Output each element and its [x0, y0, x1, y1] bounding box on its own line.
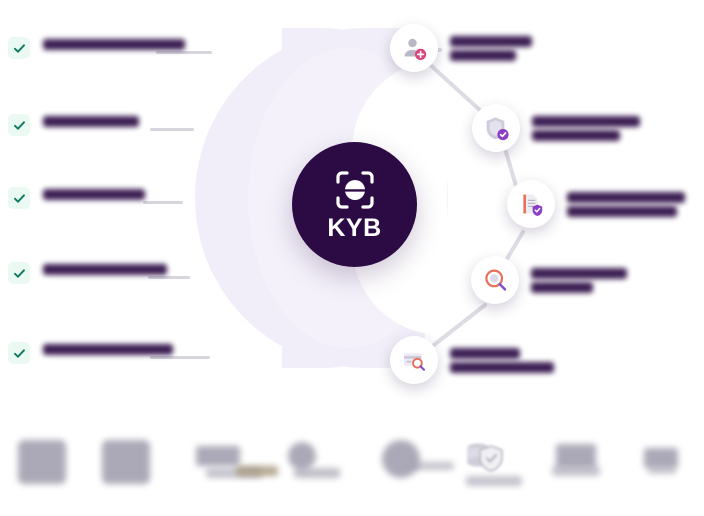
- node-1-label: [450, 33, 532, 64]
- node-2[interactable]: [472, 104, 640, 152]
- kyb-hub[interactable]: KYB: [292, 142, 417, 267]
- logo-strip: [0, 432, 704, 516]
- document-shield-icon: [507, 180, 555, 228]
- logo-3-bar: [236, 466, 278, 476]
- text-line: [43, 264, 167, 275]
- node-4-label: [531, 265, 627, 296]
- text-line: [43, 116, 139, 127]
- checklist-item-1[interactable]: [8, 36, 185, 59]
- shield-check-icon: [472, 104, 520, 152]
- logo-4-sub: [294, 468, 340, 478]
- checklist-item-2[interactable]: [8, 113, 139, 136]
- logo-1: [18, 440, 66, 484]
- logo-8: [644, 448, 678, 468]
- text-line: [43, 39, 185, 50]
- text-line: [450, 361, 554, 373]
- node-5[interactable]: [390, 336, 554, 384]
- logo-6-sub: [466, 476, 522, 486]
- logo-3-sub: [206, 468, 262, 478]
- logo-5-sub: [410, 462, 454, 470]
- check-icon: [8, 187, 30, 209]
- checklist-item-3[interactable]: [8, 186, 145, 209]
- connector-stub-5: [150, 356, 210, 359]
- node-5-label: [450, 345, 554, 376]
- text-line: [450, 347, 520, 359]
- text-line: [531, 267, 627, 279]
- checklist-item-2-label: [43, 113, 139, 130]
- logo-5: [382, 440, 420, 478]
- text-line: [450, 35, 532, 47]
- text-line: [532, 115, 640, 127]
- logo-8-sub: [648, 466, 676, 474]
- user-add-icon: [390, 24, 438, 72]
- card-search-icon: [390, 336, 438, 384]
- checklist-item-4[interactable]: [8, 261, 167, 284]
- checklist-item-4-label: [43, 261, 167, 278]
- connector-stub-1: [156, 51, 212, 54]
- node-4[interactable]: [471, 256, 627, 304]
- text-line: [531, 281, 593, 293]
- node-3-label: [567, 189, 685, 220]
- text-line: [567, 191, 685, 203]
- text-line: [43, 189, 145, 200]
- check-icon: [8, 37, 30, 59]
- node-3[interactable]: [507, 180, 685, 228]
- checklist-item-3-label: [43, 186, 145, 203]
- logo-7: [556, 444, 596, 468]
- text-line: [43, 344, 173, 355]
- connector-stub-4: [148, 276, 190, 279]
- check-icon: [8, 342, 30, 364]
- checklist-item-1-label: [43, 36, 185, 53]
- hub-label: KYB: [327, 214, 382, 242]
- checklist-item-5-label: [43, 341, 173, 358]
- face-scan-icon: [333, 168, 377, 212]
- node-2-label: [532, 113, 640, 144]
- connector-stub-3: [143, 201, 183, 204]
- magnifier-icon: [471, 256, 519, 304]
- logo-6: [462, 438, 506, 485]
- check-icon: [8, 114, 30, 136]
- connector-stub-2: [150, 128, 194, 131]
- logo-7-sub: [552, 466, 600, 476]
- text-line: [450, 49, 516, 61]
- check-icon: [8, 262, 30, 284]
- checklist-item-5[interactable]: [8, 341, 173, 364]
- node-1[interactable]: [390, 24, 532, 72]
- text-line: [567, 205, 677, 217]
- text-line: [532, 129, 620, 141]
- logo-3: [196, 446, 240, 466]
- logo-2: [102, 440, 150, 484]
- logo-4: [288, 442, 316, 470]
